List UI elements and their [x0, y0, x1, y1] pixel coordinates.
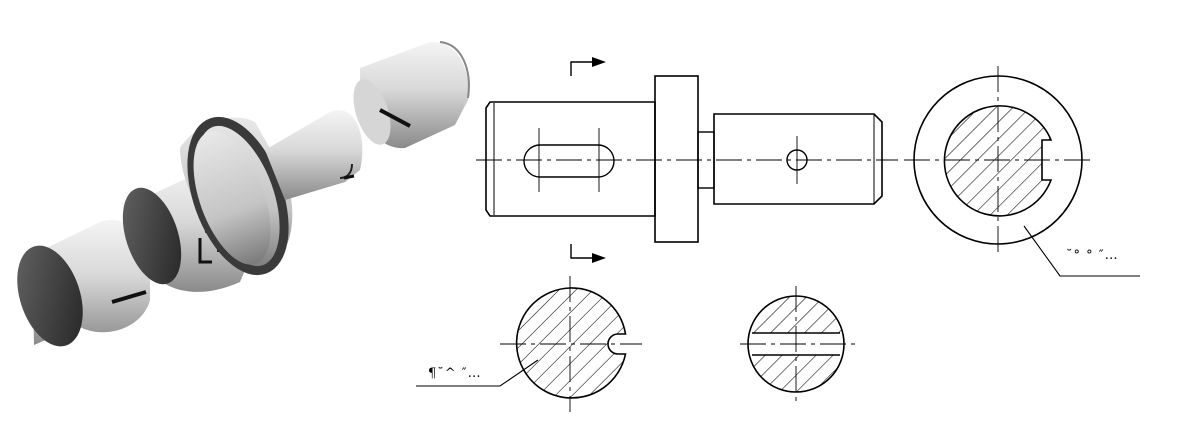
leader-right: [1023, 225, 1140, 277]
leader-main: [416, 359, 539, 387]
section-label-main: ¶˘^ ″…: [428, 366, 482, 381]
section-a-outline: [515, 287, 627, 399]
section-arrow-top: [570, 57, 606, 76]
right-end-cylinder: [353, 41, 470, 149]
section-label-right: ˘° ° ″…: [1066, 248, 1119, 263]
front-view: [476, 57, 898, 263]
flange-collar: [180, 116, 293, 276]
right-body-outline: [713, 113, 883, 205]
section-view-a: [416, 276, 642, 412]
flange-rect: [654, 75, 699, 243]
left-body-outline: [485, 101, 656, 217]
section-arrow-bottom: [570, 244, 606, 263]
left-end-cylinder: [17, 219, 151, 347]
section-view-b: [740, 286, 856, 404]
hatched-core: [943, 105, 1053, 217]
exploded-shaft-3d: [17, 41, 470, 347]
keyway-slot: [523, 144, 615, 178]
section-view-c: [904, 66, 1140, 277]
small-shaft: [265, 110, 363, 200]
